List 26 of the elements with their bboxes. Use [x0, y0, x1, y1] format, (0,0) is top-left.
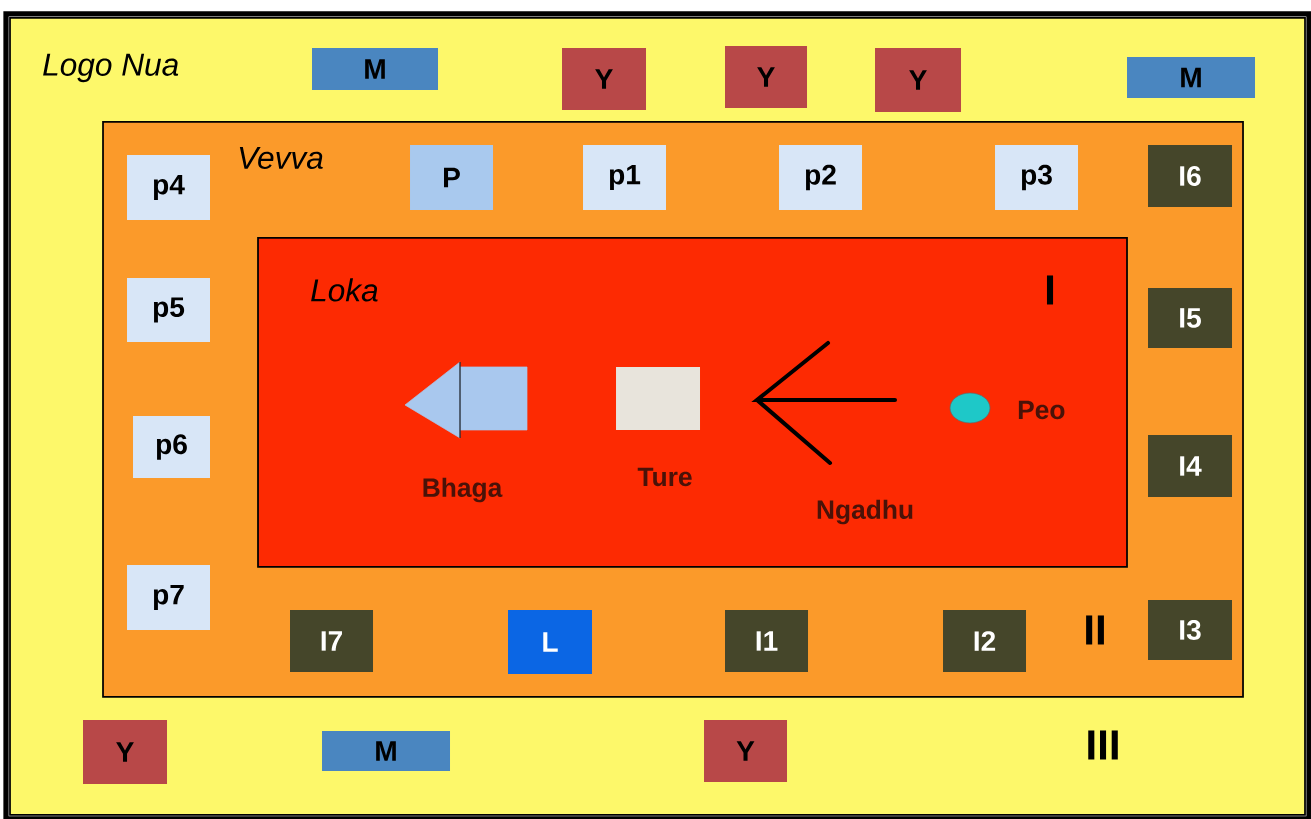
- node-label: Ture: [637, 467, 692, 487]
- label-box: p6: [133, 416, 210, 478]
- label-box: M: [312, 48, 438, 90]
- label-box: p4: [127, 155, 210, 220]
- label-box: p7: [127, 565, 210, 630]
- label-box: M: [322, 731, 450, 771]
- label-box: I7: [290, 610, 373, 672]
- label-box: I3: [1148, 600, 1232, 660]
- label-box: p2: [779, 145, 862, 210]
- node-label: Bhaga: [423, 477, 503, 503]
- label-box: I4: [1148, 435, 1232, 497]
- label-box: L: [508, 610, 592, 674]
- label-box: p1: [583, 145, 666, 210]
- label-box: P: [410, 145, 493, 210]
- label-box: I1: [725, 610, 808, 672]
- label-box: Y: [725, 46, 807, 108]
- label-box: M: [1127, 57, 1255, 98]
- label-box: I2: [943, 610, 1026, 672]
- label-box: Y: [562, 48, 646, 110]
- label-box: I6: [1148, 145, 1232, 207]
- label-box: Y: [875, 48, 961, 112]
- label-box: Y: [704, 720, 787, 782]
- label-box: p3: [995, 145, 1078, 210]
- label-box: p5: [127, 278, 210, 342]
- label-box: Y: [83, 720, 167, 784]
- label-box: I5: [1148, 288, 1232, 348]
